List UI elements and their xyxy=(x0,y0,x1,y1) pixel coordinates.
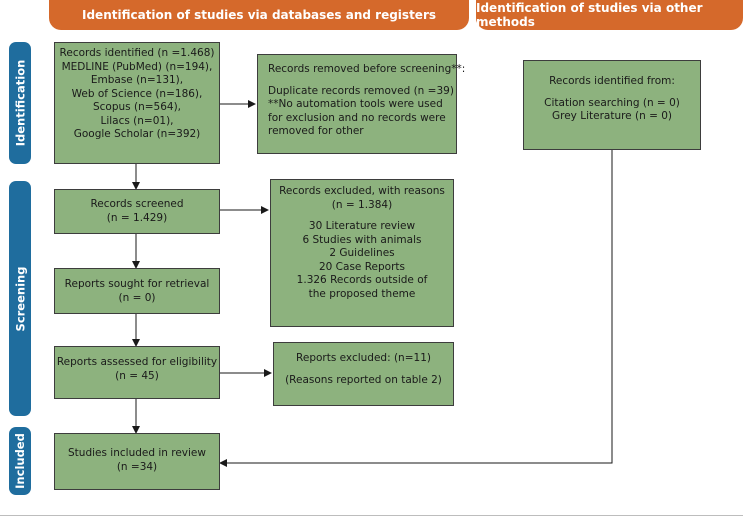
records-removed-line: removed for other xyxy=(268,125,364,137)
reports-sought-line: (n = 0) xyxy=(118,291,156,304)
records-removed-line: Duplicate records removed (n =39) xyxy=(268,84,454,97)
header-other-methods: Identification of studies via other meth… xyxy=(476,0,743,30)
reports-excluded-line: (Reasons reported on table 2) xyxy=(285,373,442,386)
bottom-divider xyxy=(0,515,743,516)
records-identified-box: Records identified (n =1.468) MEDLINE (P… xyxy=(54,42,220,164)
records-removed-line: **No automation tools were used xyxy=(268,98,443,110)
records-identified-line: Embase (n=131), xyxy=(90,74,184,86)
other-identified-line: Citation searching (n = 0) xyxy=(544,96,680,109)
records-screened-box: Records screened (n = 1.429) xyxy=(54,189,220,234)
records-identified-line: Scopus (n=564), xyxy=(92,101,181,113)
other-identified-line: Grey Literature (n = 0) xyxy=(552,110,672,122)
phase-identification: Identification xyxy=(9,42,31,164)
arrow-other-to-included xyxy=(219,150,613,467)
records-excluded-line: (n = 1.384) xyxy=(331,198,393,211)
records-removed-box: Records removed before screening**: Dupl… xyxy=(257,54,466,154)
records-excluded-line: the proposed theme xyxy=(308,287,416,300)
records-excluded-line: 30 Literature review xyxy=(308,220,416,232)
records-excluded-line: 20 Case Reports xyxy=(318,260,405,273)
records-excluded-line: 2 Guidelines xyxy=(329,247,395,259)
other-identified-box: Records identified from: Citation search… xyxy=(523,60,701,150)
records-excluded-line: 1.326 Records outside of xyxy=(296,274,428,286)
header-databases-text: Identification of studies via databases … xyxy=(82,8,436,22)
header-other-text: Identification of studies via other meth… xyxy=(476,1,703,29)
reports-sought-box: Reports sought for retrieval (n = 0) xyxy=(54,268,220,314)
reports-sought-line: Reports sought for retrieval xyxy=(64,278,210,290)
records-removed-line: Records removed before screening**: xyxy=(268,63,466,75)
header-databases: Identification of studies via databases … xyxy=(49,0,469,30)
studies-included-line: Studies included in review xyxy=(68,447,206,459)
records-identified-line: Records identified (n =1.468) xyxy=(59,47,215,59)
records-screened-line: Records screened xyxy=(90,198,184,210)
reports-assessed-line: Reports assessed for eligibility xyxy=(56,356,218,368)
records-identified-line: Lilacs (n=01), xyxy=(100,114,174,127)
records-identified-line: MEDLINE (PubMed) (n=194), xyxy=(61,60,213,73)
phase-included: Included xyxy=(9,427,31,495)
records-removed-line: for exclusion and no records were xyxy=(268,111,446,124)
reports-assessed-box: Reports assessed for eligibility (n = 45… xyxy=(54,346,220,399)
records-excluded-line: Records excluded, with reasons xyxy=(279,185,445,197)
records-excluded-box: Records excluded, with reasons (n = 1.38… xyxy=(270,179,454,327)
records-excluded-line: 6 Studies with animals xyxy=(302,233,422,246)
studies-included-box: Studies included in review (n =34) xyxy=(54,433,220,490)
phase-screening: Screening xyxy=(9,181,31,416)
reports-excluded-box: Reports excluded: (n=11) (Reasons report… xyxy=(273,342,454,406)
studies-included-line: (n =34) xyxy=(116,460,158,473)
records-identified-line: Google Scholar (n=392) xyxy=(73,128,201,140)
reports-excluded-line: Reports excluded: (n=11) xyxy=(296,352,431,364)
other-identified-line: Records identified from: xyxy=(549,75,675,87)
reports-assessed-line: (n = 45) xyxy=(115,369,159,382)
records-screened-line: (n = 1.429) xyxy=(106,211,168,224)
records-identified-line: Web of Science (n=186), xyxy=(71,87,203,100)
